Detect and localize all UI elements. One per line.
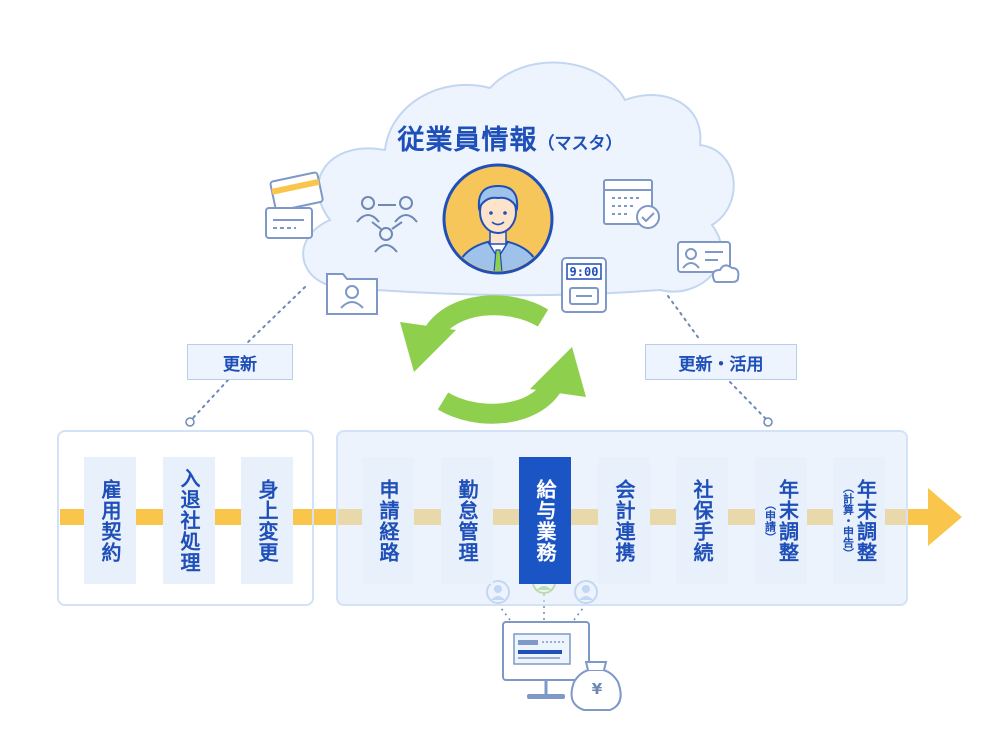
money-bag-icon <box>570 661 622 711</box>
card-label: 勤怠管理 <box>455 478 479 563</box>
card-label: 年末調整 <box>853 478 878 563</box>
card-label: 申請経路 <box>376 478 400 563</box>
update-label-text: 更新 <box>223 354 257 375</box>
master-title: 従業員情報（マスタ） <box>360 118 660 157</box>
card-year-end-application[interactable]: 年末調整 （申請） <box>755 457 807 584</box>
profile-cloud-icon <box>677 241 740 283</box>
master-title-main: 従業員情報 <box>397 125 538 156</box>
card-label: 会計連携 <box>612 478 636 563</box>
master-title-sub: （マスタ） <box>537 134 623 154</box>
update-use-label: 更新・活用 <box>645 344 797 380</box>
card-year-end-calculation[interactable]: 年末調整 （計算・申告） <box>833 457 885 584</box>
update-label: 更新 <box>187 344 293 380</box>
dotted-connector-right <box>667 295 701 341</box>
card-label: 入退社処理 <box>177 468 201 573</box>
clock-time-text: 9:00 <box>569 265 599 279</box>
card-label: 雇用契約 <box>98 478 122 563</box>
card-approval-route[interactable]: 申請経路 <box>362 457 414 584</box>
card-label: 給与業務 <box>533 478 557 563</box>
card-employment-contract[interactable]: 雇用契約 <box>84 457 136 584</box>
update-use-label-text: 更新・活用 <box>678 354 764 375</box>
card-note: （計算・申告） <box>841 482 855 559</box>
card-join-leave-processing[interactable]: 入退社処理 <box>163 457 215 584</box>
computer-icon <box>502 621 590 699</box>
card-personal-change[interactable]: 身上変更 <box>241 457 293 584</box>
card-note: （申請） <box>763 498 777 543</box>
people-network-icon <box>356 196 418 253</box>
card-payroll[interactable]: 給与業務 <box>519 457 571 584</box>
card-label: 社保手続 <box>690 478 714 563</box>
calendar-check-icon <box>603 179 660 229</box>
dotted-connector-left <box>244 286 306 346</box>
card-label: 年末調整 <box>775 478 800 563</box>
time-clock-icon <box>561 257 607 313</box>
card-attendance-management[interactable]: 勤怠管理 <box>441 457 493 584</box>
card-social-insurance[interactable]: 社保手続 <box>676 457 728 584</box>
folder-person-icon <box>326 273 378 315</box>
employee-avatar-icon <box>442 163 554 275</box>
dotted-connector-right-lower <box>729 381 766 419</box>
money-symbol: ¥ <box>591 680 603 698</box>
onboarding-group <box>57 430 314 606</box>
card-label: 身上変更 <box>255 478 279 563</box>
sync-arrows-icon <box>400 295 586 424</box>
dotted-connector-left-lower <box>192 379 229 419</box>
credit-card-icon <box>269 171 324 212</box>
id-card-icon <box>265 207 313 239</box>
card-accounting-integration[interactable]: 会計連携 <box>598 457 650 584</box>
